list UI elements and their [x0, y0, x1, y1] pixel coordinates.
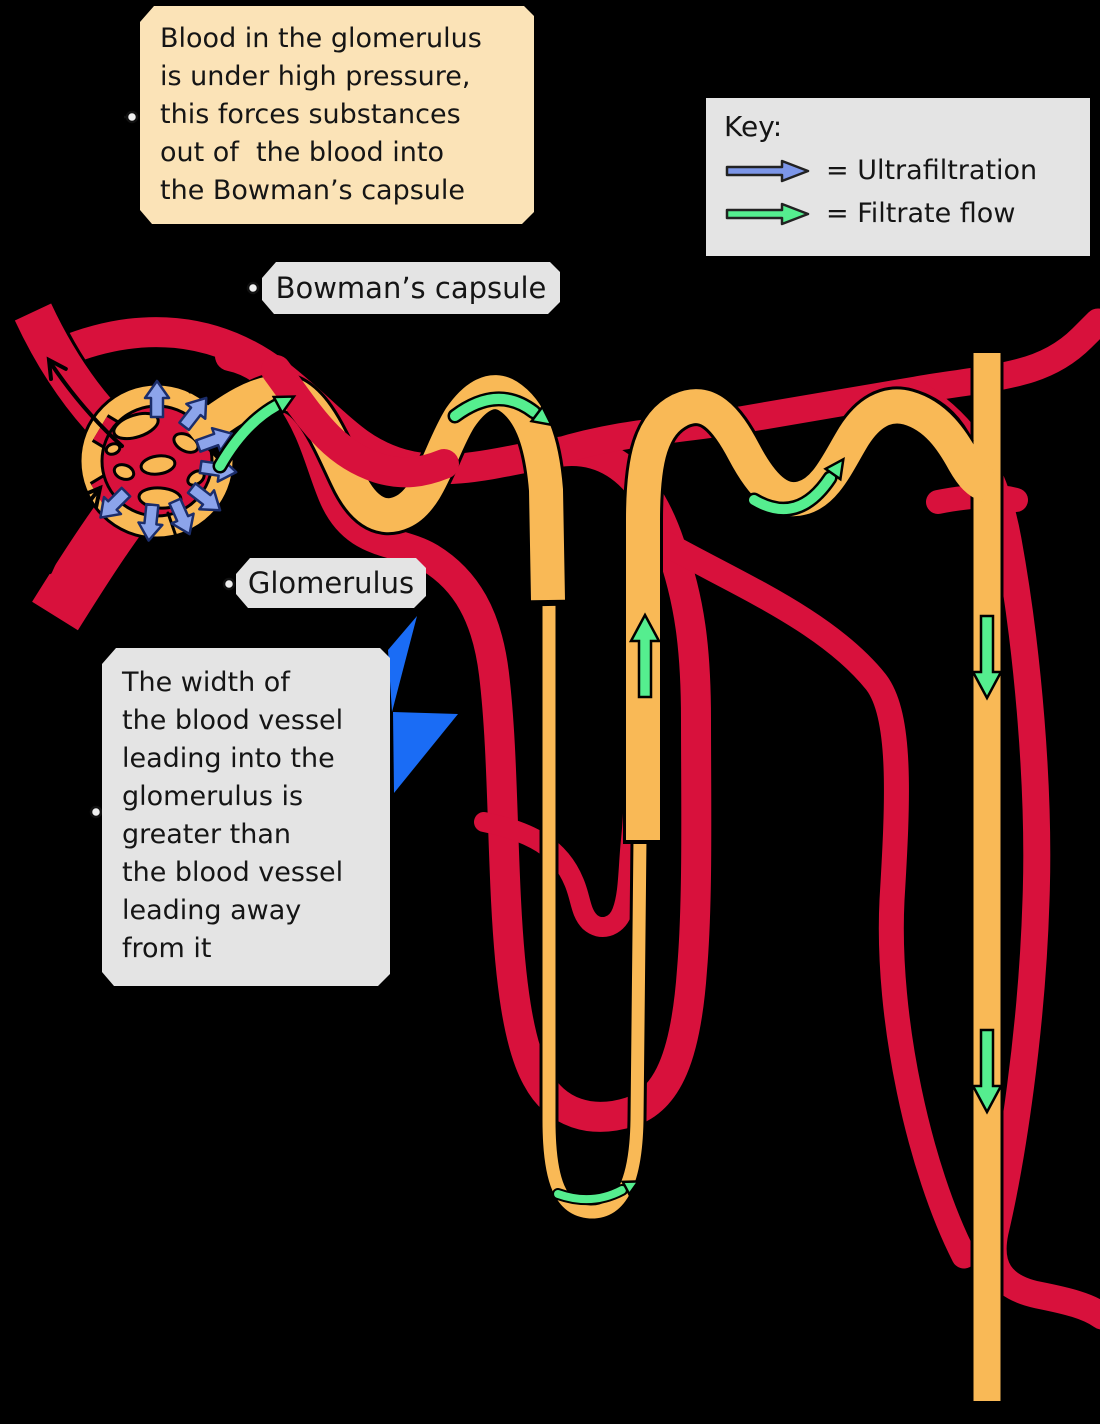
glomerulus-label: Glomerulus	[236, 558, 426, 608]
callout-connectors	[89, 110, 260, 819]
ultrafiltration-arrow-icon	[725, 159, 810, 182]
vessel-width-note-text: The width of the blood vessel leading in…	[122, 667, 344, 964]
glomerulus-label-text: Glomerulus	[247, 566, 415, 600]
bowmans-capsule-label: Bowman’s capsule	[262, 262, 560, 314]
bowmans-capsule-label-text: Bowman’s capsule	[275, 271, 547, 305]
key-item-filtrate-flow-label: = Filtrate flow	[826, 198, 1016, 229]
filtrate-arrow-ascending	[628, 612, 662, 699]
capillary-right-inner	[655, 532, 977, 1269]
filtrate-arrow-proximal	[447, 391, 554, 427]
key-title: Key:	[724, 110, 783, 143]
pressure-note: Blood in the glomerulus is under high pr…	[140, 6, 534, 224]
filtrate-arrow-duct-upper	[970, 614, 1004, 701]
filtrate-arrow-duct-lower	[970, 1028, 1004, 1115]
filtrate-arrow-capsule-exit	[212, 395, 297, 474]
logo-bolt-watermark	[388, 616, 458, 793]
key-item-filtrate-flow: = Filtrate flow	[724, 198, 1090, 229]
key-item-ultrafiltration-label: = Ultrafiltration	[826, 155, 1038, 186]
loop-of-henle	[539, 592, 650, 1222]
vessel-width-note: The width of the blood vessel leading in…	[102, 648, 390, 986]
key-panel: Key: = Ultrafiltration = Filtrate flow	[706, 98, 1090, 256]
blood-flow-arrows	[46, 356, 200, 574]
filtrate-arrow-hairpin	[552, 1180, 641, 1206]
filtrate-flow-arrow-icon	[725, 202, 810, 225]
key-item-ultrafiltration: = Ultrafiltration	[724, 155, 1090, 186]
capillary-overpass	[261, 355, 459, 488]
filtrate-arrow-distal	[746, 456, 845, 517]
pressure-note-text: Blood in the glomerulus is under high pr…	[160, 23, 482, 206]
filtrate-flow-arrows	[212, 391, 1004, 1206]
